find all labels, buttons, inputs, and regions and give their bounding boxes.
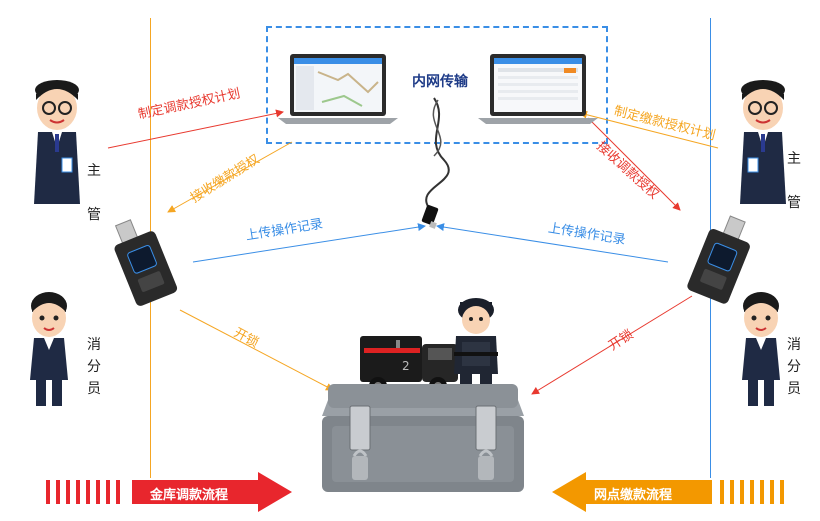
branch-flow-arrow	[552, 472, 784, 512]
arrow-upload-right	[436, 223, 669, 263]
svg-text:2: 2	[402, 359, 410, 373]
role-clerk-left: 消 分 员	[87, 337, 101, 397]
branch-flow-label: 网点缴款流程	[594, 488, 673, 503]
laptop-left-icon	[278, 54, 398, 124]
usb-cable-icon	[421, 97, 450, 229]
role-supervisor-right: 主 管	[787, 151, 801, 211]
intranet-box	[266, 26, 608, 144]
laptop-right-icon	[478, 54, 598, 124]
key-device-right-icon	[687, 215, 750, 304]
role-supervisor-left: 主 管	[87, 163, 101, 223]
arrow-unlock-left	[179, 309, 334, 391]
arrow-plan-deposit	[579, 110, 719, 149]
vault-flow-arrow	[46, 472, 292, 512]
vault-flow-label: 金库调款流程	[150, 488, 229, 503]
arrow-receive-deposit	[167, 141, 293, 213]
intranet-label: 内网传输	[412, 74, 468, 90]
clerk-left-avatar	[30, 292, 68, 406]
cash-box-icon	[322, 384, 524, 492]
arrow-plan-transfer	[107, 109, 284, 149]
arrow-receive-transfer	[587, 117, 681, 211]
key-device-left-icon	[114, 219, 178, 306]
role-clerk-right: 消 分 员	[787, 337, 801, 397]
arrow-unlock-right	[531, 295, 693, 395]
clerk-right-avatar	[742, 292, 780, 406]
guard-avatar	[454, 298, 498, 402]
supervisor-right-avatar	[740, 80, 786, 204]
supervisor-left-avatar	[34, 80, 80, 204]
arrow-upload-left	[192, 223, 426, 263]
